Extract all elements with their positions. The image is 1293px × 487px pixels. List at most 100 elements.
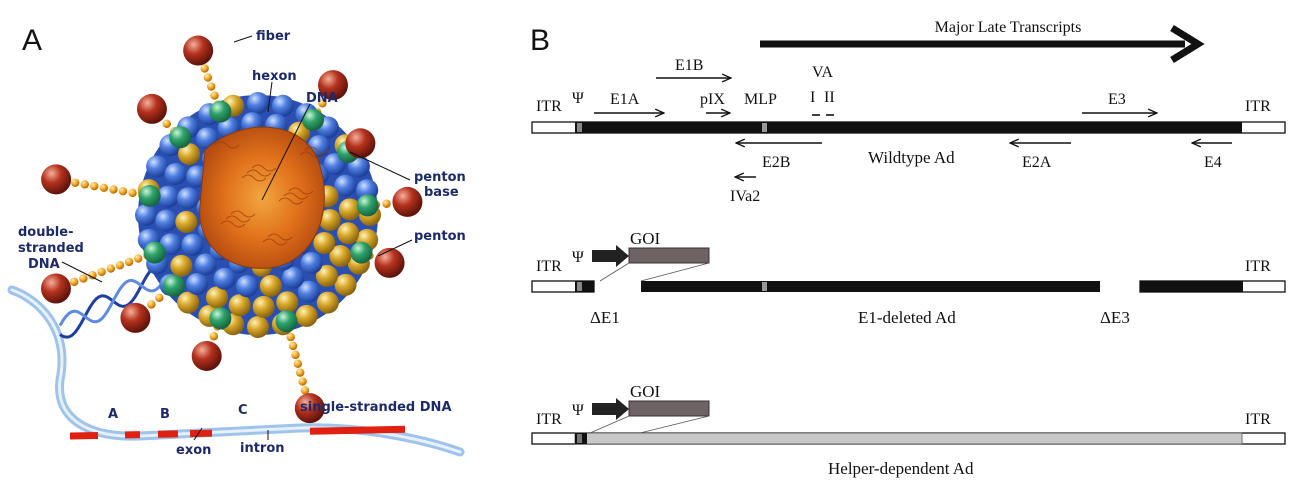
hexon-sphere <box>271 94 294 117</box>
fiber-bead <box>88 271 97 280</box>
fiber-bead <box>109 185 118 194</box>
goi-cassette-e1 <box>592 245 710 282</box>
label-e2b: E2B <box>762 154 790 171</box>
label-segment-b: B <box>160 407 170 422</box>
fiber-bead <box>207 82 216 91</box>
e1-deleted-genome <box>531 280 1286 293</box>
goi-cassette-hd <box>589 398 710 434</box>
label-psi-hd: Ψ <box>572 402 584 419</box>
fiber-bead <box>115 261 125 270</box>
hexon-sphere <box>356 179 379 202</box>
leader-fiber <box>233 35 253 43</box>
hexon-sphere <box>334 273 357 296</box>
fiber-bead <box>203 73 213 82</box>
hexon-sphere <box>297 280 320 303</box>
label-goi-hd: GOI <box>630 382 661 401</box>
hexon-sphere <box>178 143 201 166</box>
penton-base <box>302 108 324 131</box>
hexon-sphere <box>146 155 169 178</box>
label-goi-e1: GOI <box>630 229 661 248</box>
hexon-sphere <box>177 291 200 314</box>
penton-base <box>275 310 298 333</box>
label-iva2: IVa2 <box>730 188 760 205</box>
label-penton-base-2: base <box>424 185 459 200</box>
label-ds-dna-1: double- <box>18 225 73 240</box>
fiber-bead <box>296 368 305 377</box>
label-intron: intron <box>240 441 285 456</box>
fiber-bead <box>106 264 116 273</box>
exon-segment <box>309 425 406 435</box>
fiber-bead <box>209 332 219 341</box>
panel-letter-b: B <box>530 24 550 57</box>
hexon-sphere <box>236 275 259 298</box>
leader-penton-base <box>349 151 411 181</box>
hexon-sphere <box>329 244 352 267</box>
hexon-sphere <box>315 264 338 287</box>
penton-base <box>209 100 232 123</box>
label-e1-deleted-ad: E1-deleted Ad <box>858 308 956 327</box>
label-e2a: E2A <box>1022 154 1052 171</box>
fiber-knob <box>318 70 348 101</box>
mlp-marker <box>762 123 767 132</box>
penton-base <box>209 307 232 330</box>
fiber-bead <box>124 257 134 267</box>
fiber-bead <box>300 386 310 395</box>
fiber-bead <box>134 254 143 263</box>
hexon-sphere <box>318 208 341 231</box>
hexon-sphere <box>334 174 357 197</box>
promoter-arrow <box>592 245 629 267</box>
label-single-stranded-dna: single-stranded DNA <box>300 400 452 415</box>
leader-penton <box>377 239 413 257</box>
fiber-knob <box>345 128 376 159</box>
fiber-bead <box>382 199 391 208</box>
fiber-knob <box>392 186 423 217</box>
label-hexon: hexon <box>252 69 297 84</box>
wildtype-genome <box>531 121 1286 134</box>
hexon-sphere <box>313 232 336 255</box>
fiber-knob <box>183 35 214 66</box>
dna-core <box>199 126 325 269</box>
hexon-sphere <box>194 253 217 276</box>
hexon-sphere <box>337 222 360 245</box>
label-e3: E3 <box>1108 91 1126 108</box>
label-itr-right-wt: ITR <box>1245 98 1271 115</box>
fiber-knob <box>374 247 405 278</box>
hexon-sphere <box>156 185 179 208</box>
label-itr-right-hd: ITR <box>1245 411 1271 428</box>
label-segment-a: A <box>108 407 118 422</box>
penton-base <box>162 274 185 297</box>
fiber-bead <box>99 183 109 193</box>
label-psi-wt: Ψ <box>572 90 584 107</box>
hexon-sphere <box>135 204 157 226</box>
leader-double-stranded-dna <box>61 261 103 283</box>
label-va-ii: II <box>824 89 835 106</box>
label-delta-e1: ΔE1 <box>590 308 620 327</box>
fiber-bead <box>318 99 327 108</box>
hexon-sphere <box>228 294 251 317</box>
fiber-bead <box>79 274 88 283</box>
fiber-knob <box>191 340 222 371</box>
label-itr-right-e1: ITR <box>1245 258 1271 275</box>
fiber-bead <box>71 178 80 187</box>
leader-hexon <box>267 81 273 113</box>
hexon-sphere <box>276 291 299 314</box>
hexon-sphere <box>316 291 339 314</box>
hexon-sphere <box>252 295 275 318</box>
fiber-bead <box>298 377 307 386</box>
hexon-sphere <box>155 209 178 232</box>
fiber-bead <box>286 332 295 342</box>
leader-dna <box>261 103 311 201</box>
fiber-bead <box>147 300 156 309</box>
penton-base <box>350 241 373 264</box>
label-segment-c: C <box>238 403 248 418</box>
genome-maps: Major Late Transcripts ITR Ψ ITR E1A E1B <box>531 19 1286 478</box>
helper-dependent-genome <box>531 432 1286 445</box>
label-penton: penton <box>414 229 466 244</box>
hexon-sphere <box>247 92 269 114</box>
fiber-bead <box>200 64 209 73</box>
label-psi-e1: Ψ <box>572 249 584 266</box>
label-wildtype-ad: Wildtype Ad <box>868 148 955 167</box>
fiber-bead <box>80 180 89 189</box>
fiber-bead <box>128 188 137 198</box>
